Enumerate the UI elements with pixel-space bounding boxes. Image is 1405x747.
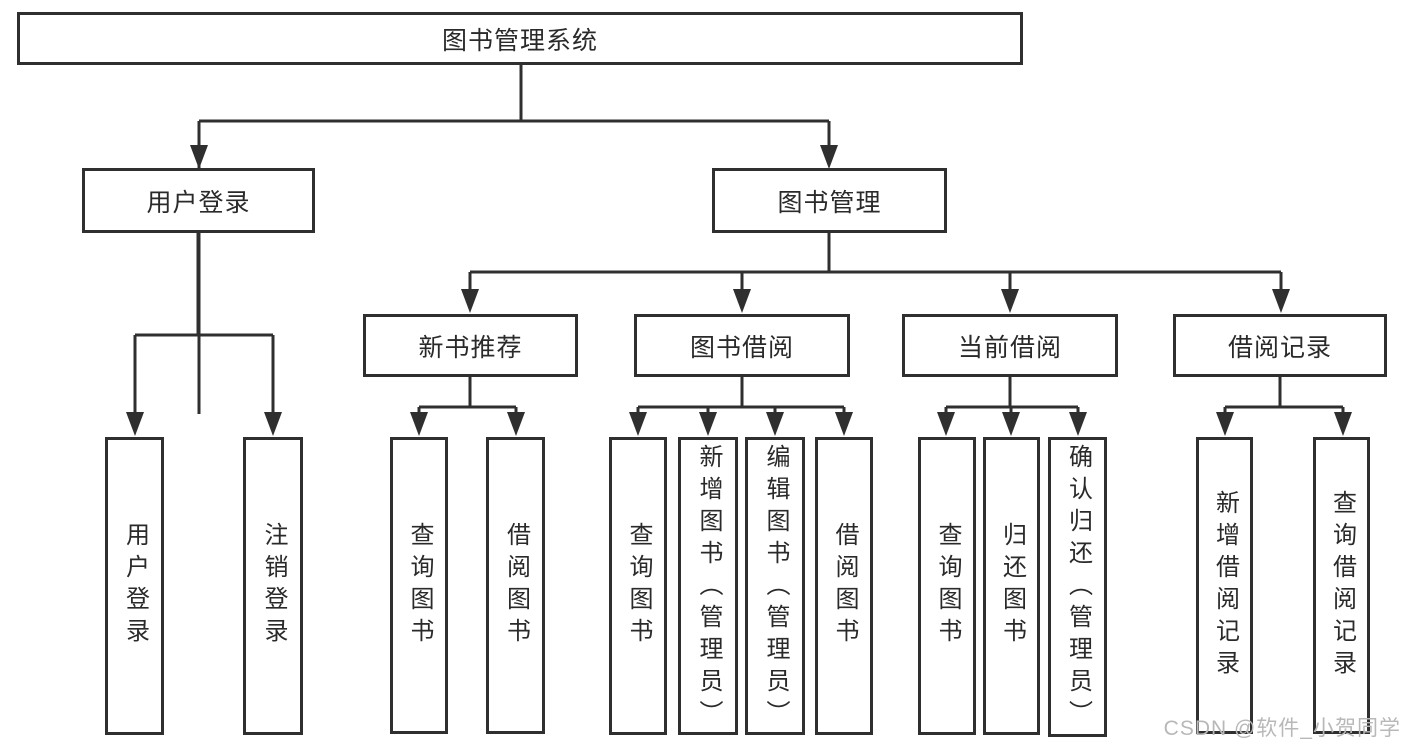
arrowhead (190, 145, 208, 169)
leaf-add-books-admin: 新增图书（管理员） (678, 437, 738, 735)
arrowhead (1069, 412, 1087, 436)
leaf-query-borrow-record: 查询借阅记录 (1313, 437, 1370, 734)
node-user-login: 用户登录 (82, 168, 315, 233)
arrowhead (126, 412, 144, 436)
leaf-query-books-3: 查询图书 (918, 437, 976, 735)
arrowhead (1334, 412, 1352, 436)
connector-book-borrow (636, 377, 846, 414)
node-current-borrow: 当前借阅 (902, 314, 1118, 377)
leaf-confirm-return-admin: 确认归还（管理员） (1048, 437, 1107, 737)
arrowhead (766, 412, 784, 436)
arrowhead (1001, 289, 1019, 313)
arrowhead (461, 289, 479, 313)
connector-current-borrow (944, 377, 1080, 414)
connector-borrow-records (1223, 377, 1345, 414)
leaf-return-books: 归还图书 (983, 437, 1040, 735)
arrowhead (507, 412, 525, 436)
connector-user-login (133, 233, 275, 414)
leaf-edit-books-admin: 编辑图书（管理员） (745, 437, 805, 735)
arrowhead (1216, 412, 1234, 436)
arrowhead (820, 145, 838, 169)
node-book-management: 图书管理 (712, 168, 947, 233)
leaf-query-books-1: 查询图书 (390, 437, 448, 734)
node-book-borrow: 图书借阅 (634, 314, 850, 377)
connector-new-books (417, 377, 518, 414)
arrowhead (699, 412, 717, 436)
leaf-add-borrow-record: 新增借阅记录 (1196, 437, 1253, 734)
node-borrow-records: 借阅记录 (1173, 314, 1387, 377)
arrowhead (1272, 289, 1290, 313)
connector-book-management (468, 233, 1283, 291)
arrowhead (733, 289, 751, 313)
leaf-logout: 注销登录 (243, 437, 303, 735)
leaf-borrow-books-2: 借阅图书 (815, 437, 873, 735)
leaf-borrow-books-1: 借阅图书 (486, 437, 545, 734)
leaf-query-books-2: 查询图书 (609, 437, 667, 735)
arrowhead (629, 412, 647, 436)
arrowhead (264, 412, 282, 436)
arrowhead (937, 412, 955, 436)
arrowhead (1002, 412, 1020, 436)
leaf-user-login: 用户登录 (105, 437, 164, 735)
node-new-book-recommend: 新书推荐 (363, 314, 578, 377)
watermark: CSDN @软件_小贺同学 (1163, 717, 1401, 740)
node-root-system: 图书管理系统 (17, 12, 1023, 65)
arrowhead (410, 412, 428, 436)
arrowhead (835, 412, 853, 436)
